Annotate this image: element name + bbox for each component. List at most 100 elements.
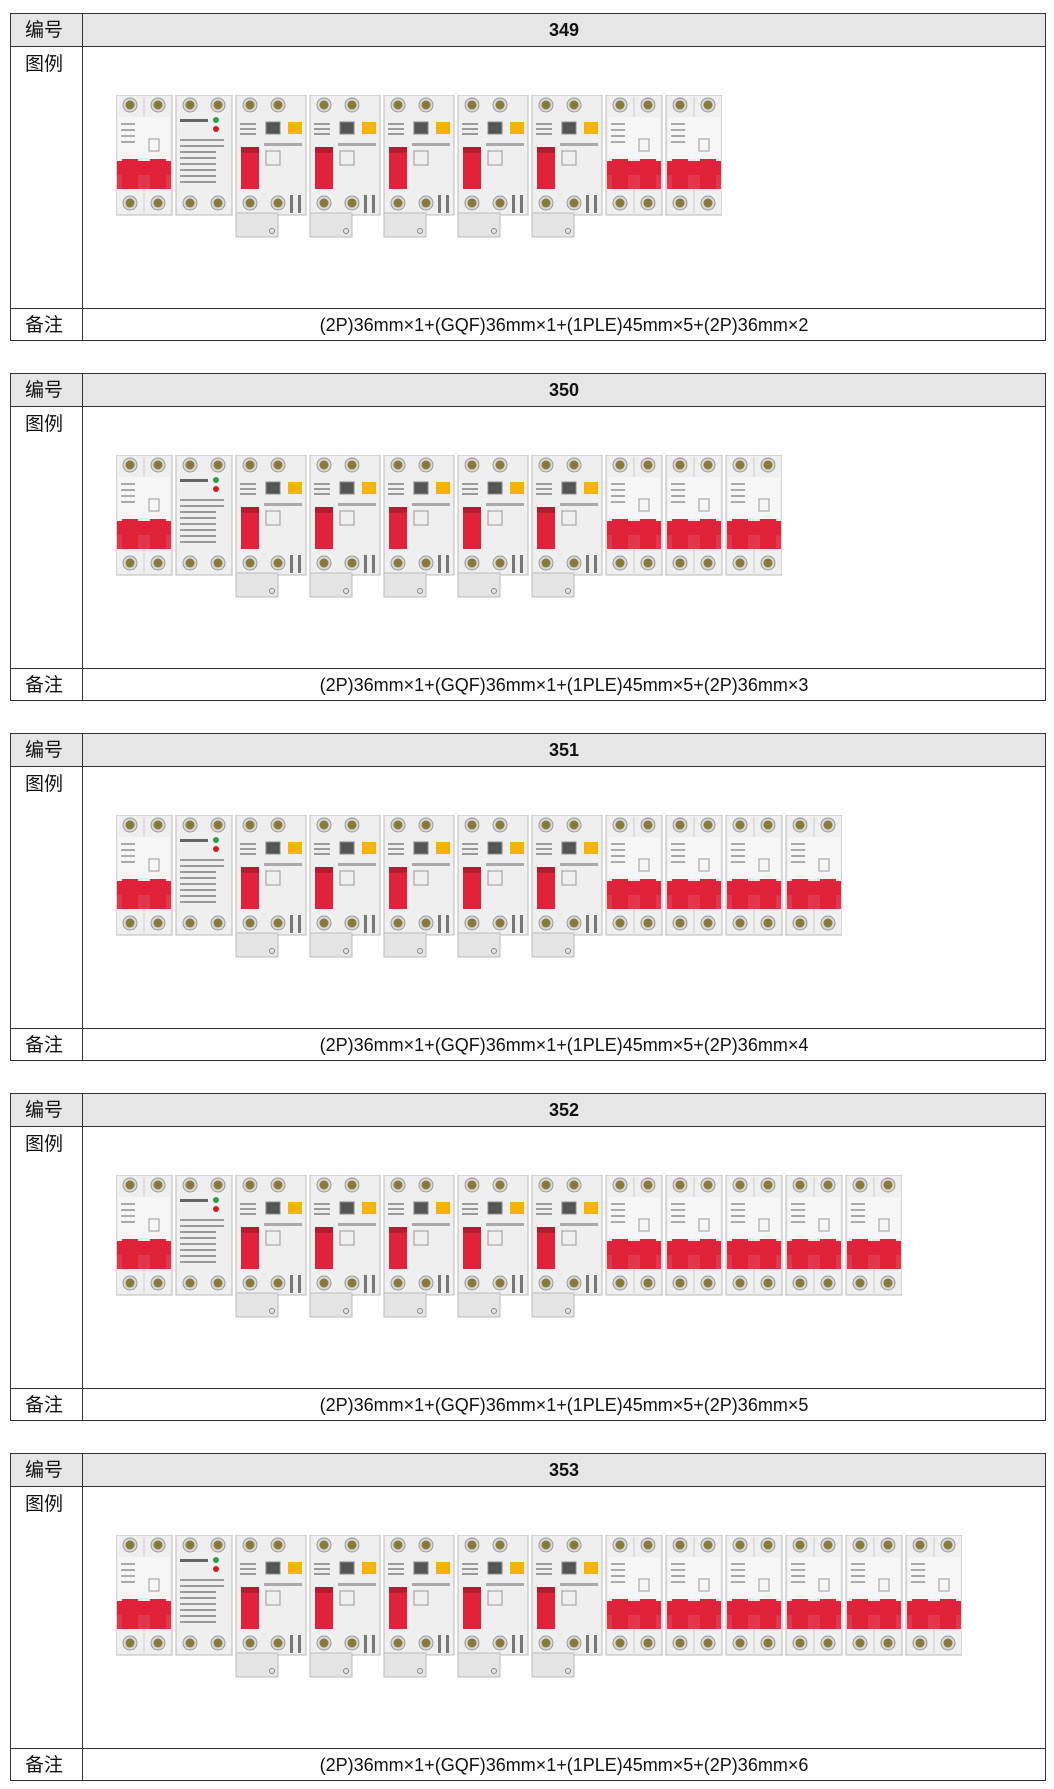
breaker-1ple — [235, 815, 307, 958]
breaker-1ple — [383, 95, 455, 238]
breaker-table-350: 编号 350 图例 备注 (2P)36mm×1+(GQF)36mm×1+(1PL… — [10, 373, 1046, 701]
breaker-gqf — [175, 1535, 233, 1656]
number-label: 编号 — [11, 14, 83, 46]
breaker-1ple — [457, 455, 529, 598]
breaker-illustration — [116, 1535, 962, 1678]
breaker-1ple — [235, 455, 307, 598]
breaker-strip — [116, 455, 782, 625]
breaker-2p — [605, 1535, 663, 1656]
breaker-2p — [725, 455, 782, 576]
breaker-2p — [785, 815, 842, 936]
breaker-2p — [605, 1175, 663, 1296]
breaker-1ple — [531, 455, 603, 598]
breaker-1ple — [235, 1535, 307, 1678]
illustration-label: 图例 — [11, 47, 83, 308]
header-row: 编号 350 — [11, 374, 1045, 406]
entry-number: 350 — [83, 374, 1045, 406]
breaker-2p — [116, 455, 173, 576]
remark-row: 备注 (2P)36mm×1+(GQF)36mm×1+(1PLE)45mm×5+(… — [11, 1028, 1045, 1060]
breaker-strip — [116, 1175, 902, 1345]
entry-number: 352 — [83, 1094, 1045, 1126]
breaker-illustration — [116, 95, 722, 238]
breaker-1ple — [531, 1175, 603, 1318]
breaker-2p — [605, 455, 663, 576]
breaker-2p — [116, 1535, 173, 1656]
breaker-2p — [785, 1175, 843, 1296]
breaker-1ple — [457, 95, 529, 238]
breaker-table-351: 编号 351 图例 备注 (2P)36mm×1+(GQF)36mm×1+(1PL… — [10, 733, 1046, 1061]
breaker-1ple — [309, 815, 381, 958]
breaker-2p — [605, 815, 663, 936]
remark-row: 备注 (2P)36mm×1+(GQF)36mm×1+(1PLE)45mm×5+(… — [11, 1388, 1045, 1420]
breaker-table-352: 编号 352 图例 备注 (2P)36mm×1+(GQF)36mm×1+(1PL… — [10, 1093, 1046, 1421]
entry-number: 351 — [83, 734, 1045, 766]
breaker-1ple — [457, 1175, 529, 1318]
breaker-2p — [116, 1175, 173, 1296]
breaker-1ple — [531, 815, 603, 958]
breaker-1ple — [383, 815, 455, 958]
breaker-2p — [905, 1535, 962, 1656]
breaker-2p — [665, 455, 723, 576]
number-label: 编号 — [11, 1094, 83, 1126]
illustration-label: 图例 — [11, 767, 83, 1028]
breaker-1ple — [531, 1535, 603, 1678]
remark-text: (2P)36mm×1+(GQF)36mm×1+(1PLE)45mm×5+(2P)… — [319, 315, 809, 335]
breaker-gqf — [175, 455, 233, 576]
breaker-2p — [665, 1535, 723, 1656]
breaker-table-353: 编号 353 图例 备注 (2P)36mm×1+(GQF)36mm×1+(1PL… — [10, 1453, 1046, 1781]
header-row: 编号 353 — [11, 1454, 1045, 1486]
illustration-row: 图例 — [11, 1486, 1045, 1748]
breaker-gqf — [175, 95, 233, 216]
breaker-1ple — [309, 1535, 381, 1678]
breaker-2p — [725, 1535, 783, 1656]
illustration-label: 图例 — [11, 407, 83, 668]
illustration-row: 图例 — [11, 406, 1045, 668]
breaker-2p — [116, 815, 173, 936]
header-row: 编号 351 — [11, 734, 1045, 766]
breaker-gqf — [175, 815, 233, 936]
breaker-1ple — [383, 455, 455, 598]
illustration-label: 图例 — [11, 1487, 83, 1748]
header-row: 编号 352 — [11, 1094, 1045, 1126]
remark-label: 备注 — [11, 669, 83, 700]
breaker-2p — [845, 1535, 903, 1656]
breaker-gqf — [175, 1175, 233, 1296]
breaker-2p — [725, 1175, 783, 1296]
entry-number: 349 — [83, 14, 1045, 46]
number-label: 编号 — [11, 734, 83, 766]
breaker-strip — [116, 95, 722, 265]
breaker-2p — [665, 95, 722, 216]
breaker-2p — [665, 1175, 723, 1296]
remark-label: 备注 — [11, 1749, 83, 1780]
breaker-illustration — [116, 455, 782, 598]
breaker-1ple — [457, 1535, 529, 1678]
remark-label: 备注 — [11, 1029, 83, 1060]
remark-row: 备注 (2P)36mm×1+(GQF)36mm×1+(1PLE)45mm×5+(… — [11, 668, 1045, 700]
breaker-1ple — [383, 1535, 455, 1678]
remark-text: (2P)36mm×1+(GQF)36mm×1+(1PLE)45mm×5+(2P)… — [319, 1035, 809, 1055]
remark-text: (2P)36mm×1+(GQF)36mm×1+(1PLE)45mm×5+(2P)… — [319, 1395, 809, 1415]
breaker-table-349: 编号 349 图例 备注 (2P)36mm×1+(GQF)36mm×1+(1PL… — [10, 13, 1046, 341]
illustration-row: 图例 — [11, 766, 1045, 1028]
illustration-label: 图例 — [11, 1127, 83, 1388]
number-label: 编号 — [11, 374, 83, 406]
breaker-strip — [116, 1535, 962, 1705]
breaker-illustration — [116, 1175, 902, 1318]
number-label: 编号 — [11, 1454, 83, 1486]
remark-row: 备注 (2P)36mm×1+(GQF)36mm×1+(1PLE)45mm×5+(… — [11, 1748, 1045, 1780]
remark-text: (2P)36mm×1+(GQF)36mm×1+(1PLE)45mm×5+(2P)… — [319, 675, 809, 695]
breaker-2p — [785, 1535, 843, 1656]
breaker-2p — [116, 95, 173, 216]
breaker-2p — [665, 815, 723, 936]
header-row: 编号 349 — [11, 14, 1045, 46]
breaker-1ple — [235, 1175, 307, 1318]
entry-number: 353 — [83, 1454, 1045, 1486]
remark-text: (2P)36mm×1+(GQF)36mm×1+(1PLE)45mm×5+(2P)… — [319, 1755, 809, 1775]
breaker-1ple — [309, 455, 381, 598]
remark-label: 备注 — [11, 309, 83, 340]
breaker-1ple — [531, 95, 603, 238]
breaker-strip — [116, 815, 842, 985]
breaker-1ple — [383, 1175, 455, 1318]
breaker-illustration — [116, 815, 842, 958]
breaker-1ple — [309, 1175, 381, 1318]
